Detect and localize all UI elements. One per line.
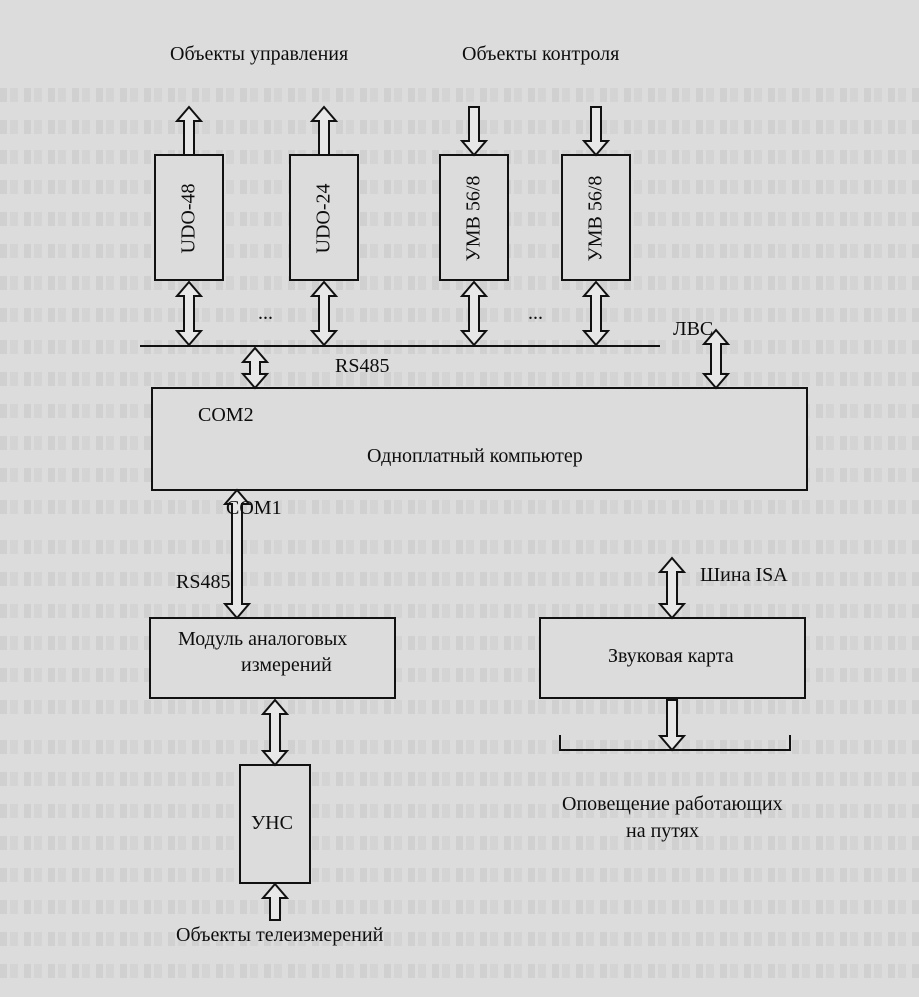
udo24-label: UDO-24: [312, 183, 335, 254]
rs485-bottom-label: RS485: [176, 571, 231, 593]
unc-label: УНС: [251, 812, 293, 834]
control-objects-title: Объекты управления: [170, 43, 349, 65]
computer-box: [151, 387, 808, 491]
com2-label: COM2: [198, 404, 254, 426]
analog-module-box: [149, 617, 396, 699]
dots-right: ...: [528, 302, 543, 324]
arrow-from-monitor-objects-2: [581, 106, 611, 157]
arrow-sound-notify: [657, 699, 687, 752]
analog-label-line1: Модуль аналоговых: [178, 628, 348, 650]
dots-left: ...: [258, 302, 273, 324]
arrow-lvs-computer: [701, 328, 731, 390]
rs485-top-label: RS485: [335, 355, 390, 377]
sound-card-label: Звуковая карта: [608, 645, 734, 667]
arrow-umb2-bus: [581, 280, 611, 347]
analog-label-line2: измерений: [241, 654, 332, 676]
umb2-label: УМВ 56/8: [584, 175, 607, 262]
arrow-unc-telemetry: [260, 882, 290, 921]
udo48-box: [154, 154, 224, 281]
isa-label: Шина ISA: [700, 564, 788, 586]
umb2-box: [561, 154, 631, 281]
notify-bracket: [559, 735, 791, 751]
arrow-udo24-bus: [309, 280, 339, 347]
monitor-objects-title: Объекты контроля: [462, 43, 620, 65]
arrow-com1-analog: [222, 488, 252, 620]
com1-label: COM1: [226, 497, 282, 519]
arrow-to-control-objects-2: [309, 105, 339, 156]
arrow-udo48-bus: [174, 280, 204, 347]
sound-card-box: [539, 617, 806, 699]
arrow-from-monitor-objects: [459, 106, 489, 157]
arrow-umb1-bus: [459, 280, 489, 347]
udo24-box: [289, 154, 359, 281]
notify-label-line2: на путях: [626, 820, 699, 842]
arrow-isa-sound: [657, 556, 687, 620]
arrow-analog-unc: [260, 698, 290, 767]
udo48-label: UDO-48: [177, 183, 200, 254]
umb1-label: УМВ 56/8: [462, 175, 485, 262]
computer-label: Одноплатный компьютер: [367, 445, 583, 467]
arrow-rs485-com2: [240, 346, 270, 390]
telemetry-title: Объекты телеизмерений: [176, 924, 384, 946]
arrow-to-control-objects: [174, 105, 204, 156]
notify-label-line1: Оповещение работающих: [562, 793, 783, 815]
lvs-label: ЛВС: [673, 318, 714, 340]
